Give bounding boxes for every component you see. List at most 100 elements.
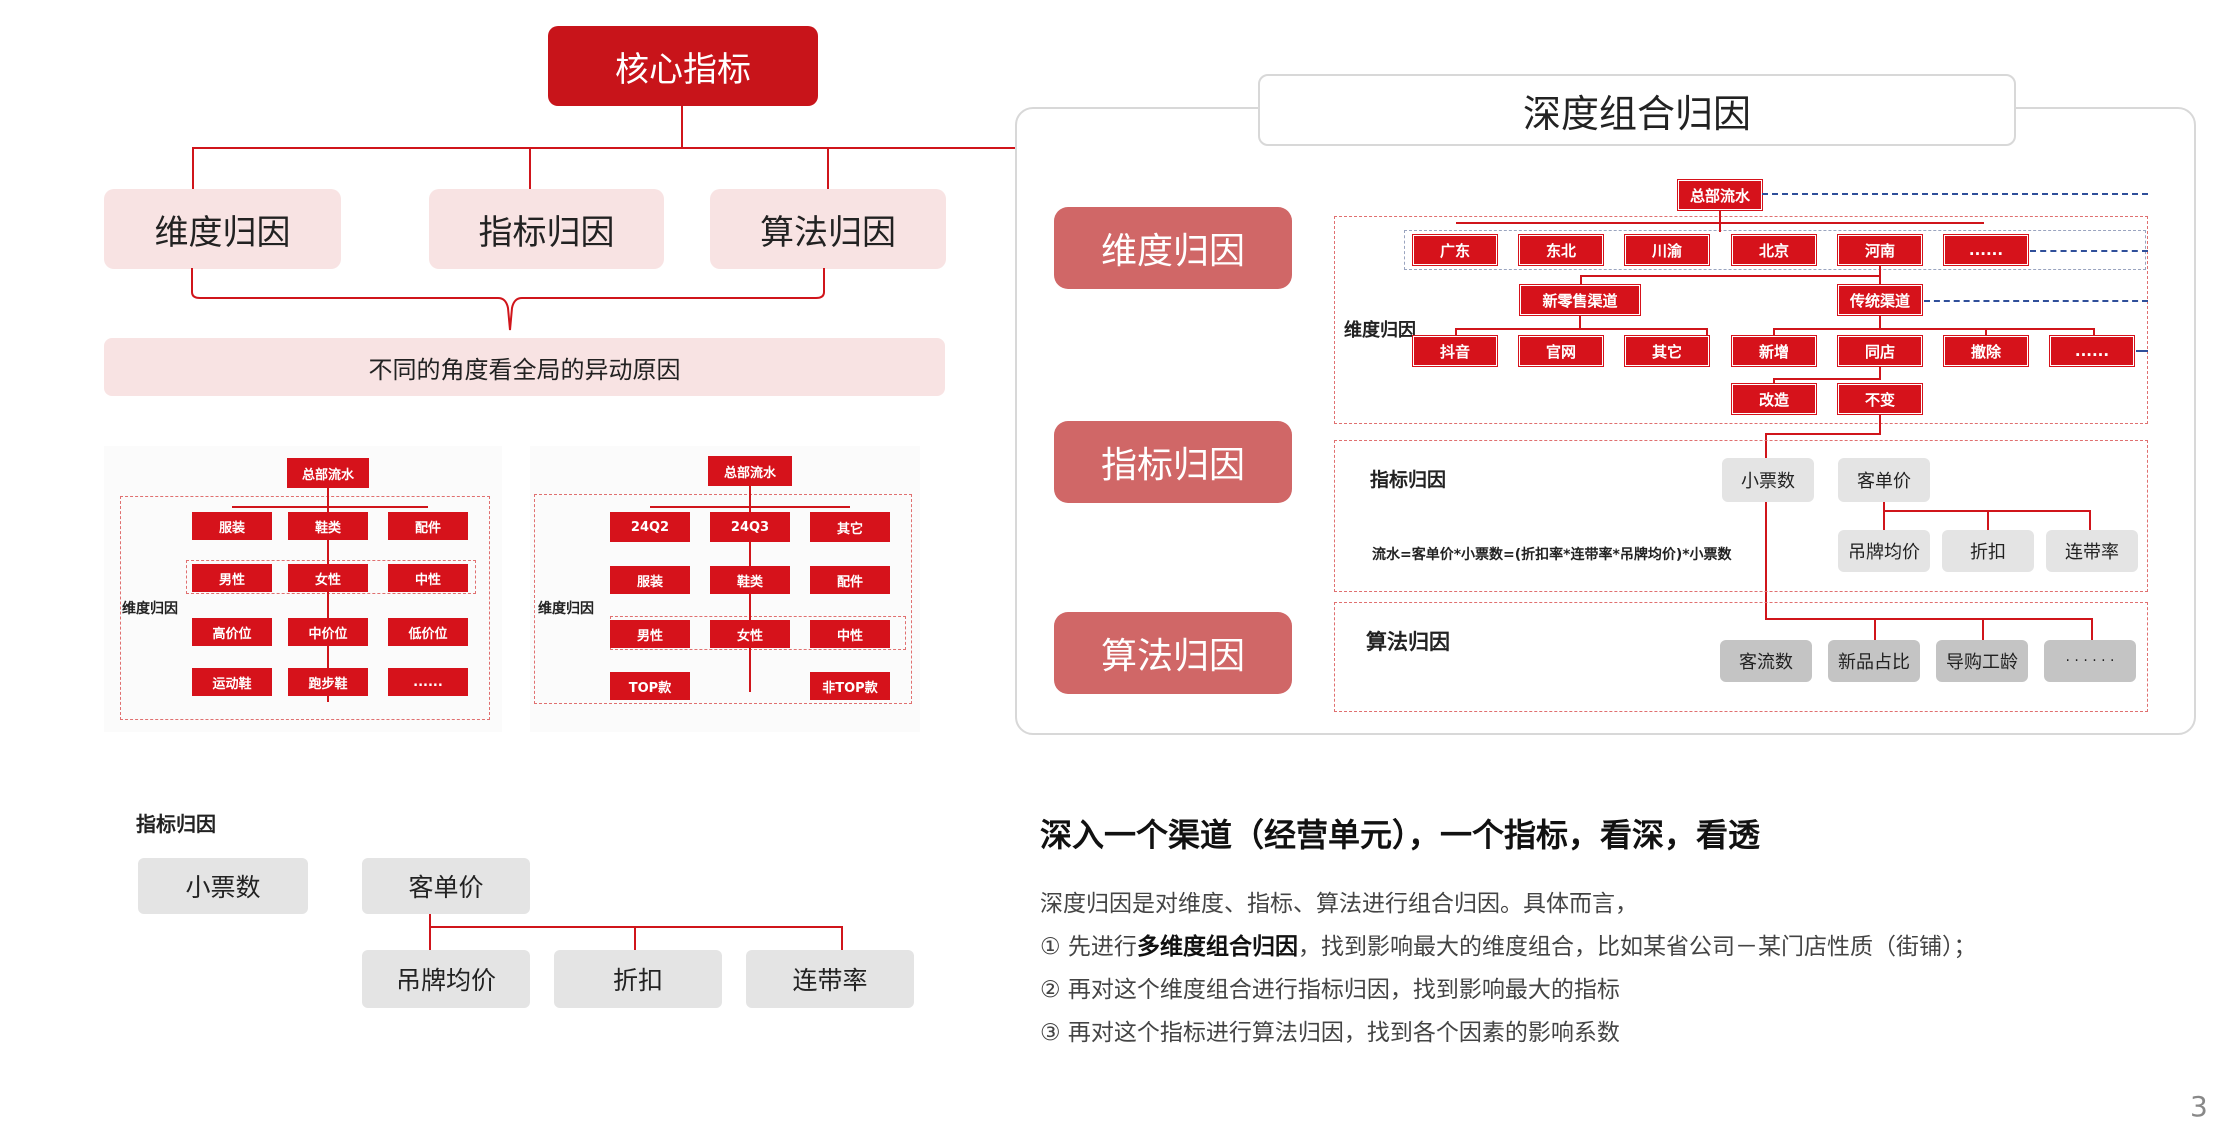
summary-text: 不同的角度看全局的异动原因 xyxy=(368,355,681,384)
reference-line xyxy=(1762,193,2148,195)
core-metric-box: 核心指标 xyxy=(548,26,818,106)
tree-node: TOP款 xyxy=(610,672,690,700)
tree-node: ...... xyxy=(388,668,468,696)
tree-node: 男性 xyxy=(610,620,690,648)
node-attach-rate: 连带率 xyxy=(746,950,914,1008)
side-label: 维度归因 xyxy=(122,601,178,617)
tree-node: 中性 xyxy=(810,620,890,648)
staff-tenure-node: 导购工龄 xyxy=(1936,640,2028,682)
connector xyxy=(529,147,531,189)
branch-label: 维度归因 xyxy=(154,212,291,253)
tree-node: 女性 xyxy=(288,564,368,592)
sub-channel-node: 撤除 xyxy=(1944,336,2028,366)
ticket-count-node: 小票数 xyxy=(1722,458,1814,502)
indicator-attribution-button: 指标归因 xyxy=(1054,421,1292,503)
tree-node: 中价位 xyxy=(288,618,368,646)
connector xyxy=(1580,275,1582,285)
tree-node: 24Q3 xyxy=(710,512,790,542)
tree-node: 中性 xyxy=(388,564,468,592)
connector xyxy=(841,926,843,950)
sub-channel-node: 抖音 xyxy=(1413,336,1497,366)
tree-node: 鞋类 xyxy=(710,566,790,594)
node-ticket-count: 小票数 xyxy=(138,858,308,914)
connector xyxy=(2091,618,2093,640)
step-1-emphasis: 多维度组合归因 xyxy=(1136,934,1298,960)
sub-channel-node: 官网 xyxy=(1519,336,1603,366)
connector xyxy=(1987,510,1989,530)
node-discount: 折扣 xyxy=(554,950,722,1008)
more-factors-node: · · · · · · xyxy=(2044,640,2136,682)
algorithm-label: 算法归因 xyxy=(1366,630,1450,654)
connector xyxy=(1773,328,1775,336)
connector xyxy=(1579,315,1581,329)
sub-channel-node: ...... xyxy=(2050,336,2134,366)
formula-text: 流水=客单价*小票数=(折扣率*连带率*吊牌均价)*小票数 xyxy=(1372,547,1732,563)
tree-node: 服装 xyxy=(610,566,690,594)
connector xyxy=(1455,328,1707,330)
connector xyxy=(1765,618,2093,620)
connector xyxy=(1879,414,1881,434)
connector xyxy=(1982,618,1984,640)
connector xyxy=(327,482,329,702)
traffic-node: 客流数 xyxy=(1720,640,1812,682)
thumbnail-dimension-tree-1: 总部流水 服装 鞋类 配件 男性 女性 中性 维度归因 高价位 中价位 低价位 … xyxy=(104,446,502,732)
connector xyxy=(827,147,829,189)
tag-avg-price-node: 吊牌均价 xyxy=(1838,530,1930,572)
algorithm-attribution-button: 算法归因 xyxy=(1054,612,1292,694)
tree-node: 服装 xyxy=(192,512,272,540)
tree-node: 其它 xyxy=(810,512,890,542)
step-3-text: ③ 再对这个指标进行算法归因，找到各个因素的影响系数 xyxy=(1040,1020,1620,1046)
tree-node: 配件 xyxy=(810,566,890,594)
connector xyxy=(634,926,636,950)
tree-node: 女性 xyxy=(710,620,790,648)
avg-order-node: 客单价 xyxy=(1838,458,1930,502)
connector xyxy=(429,914,431,950)
connector xyxy=(650,506,850,508)
step-1-text: ① 先进行多维度组合归因，找到影响最大的维度组合，比如某省公司－某门店性质（街铺… xyxy=(1040,934,1977,960)
channel-node: 新零售渠道 xyxy=(1520,285,1640,315)
deep-attribution-title: 深度组合归因 xyxy=(1258,74,2016,146)
connector xyxy=(1456,222,1984,224)
intro-text: 深度归因是对维度、指标、算法进行组合归因。具体而言， xyxy=(1040,891,1638,917)
tree-node: 男性 xyxy=(192,564,272,592)
node-avg-order: 客单价 xyxy=(362,858,530,914)
reference-line xyxy=(2030,250,2148,252)
region-node: 北京 xyxy=(1732,235,1816,265)
region-node: 东北 xyxy=(1519,235,1603,265)
branch-dimension: 维度归因 xyxy=(104,189,341,269)
reference-line xyxy=(2136,350,2148,352)
connector xyxy=(192,147,1172,149)
root-node: 总部流水 xyxy=(708,456,792,486)
store-type-node: 改造 xyxy=(1732,384,1816,414)
region-node: 广东 xyxy=(1413,235,1497,265)
connector xyxy=(1879,265,1881,285)
reference-line xyxy=(1924,300,2148,302)
tree-node: 高价位 xyxy=(192,618,272,646)
step-2-text: ② 再对这个维度组合进行指标归因，找到影响最大的指标 xyxy=(1040,977,1620,1003)
dashed-frame xyxy=(120,496,490,720)
tree-node: 低价位 xyxy=(388,618,468,646)
connector xyxy=(1765,433,1881,435)
connector xyxy=(1455,328,1457,336)
store-type-node: 不变 xyxy=(1838,384,1922,414)
branch-label: 指标归因 xyxy=(478,212,615,253)
region-node: 河南 xyxy=(1838,235,1922,265)
connector xyxy=(1883,502,1885,532)
connector xyxy=(1765,433,1767,619)
connector xyxy=(1879,366,1881,380)
dimension-attribution-button: 维度归因 xyxy=(1054,207,1292,289)
connector xyxy=(1580,275,1880,277)
connector xyxy=(1773,378,1881,380)
dashed-frame xyxy=(534,494,912,704)
new-product-ratio-node: 新品占比 xyxy=(1828,640,1920,682)
branch-indicator: 指标归因 xyxy=(429,189,664,269)
summary-bar: 不同的角度看全局的异动原因 xyxy=(104,338,945,396)
dashed-row xyxy=(186,560,476,594)
connector xyxy=(429,926,843,928)
connector xyxy=(681,106,683,148)
node-tag-avg-price: 吊牌均价 xyxy=(362,950,530,1008)
thumbnail-dimension-tree-2: 总部流水 24Q2 24Q3 其它 服装 鞋类 配件 维度归因 男性 女性 中性… xyxy=(530,446,920,732)
region-node: 川渝 xyxy=(1625,235,1709,265)
connector xyxy=(1879,315,1881,329)
page-number: 3 xyxy=(2190,1090,2208,1123)
